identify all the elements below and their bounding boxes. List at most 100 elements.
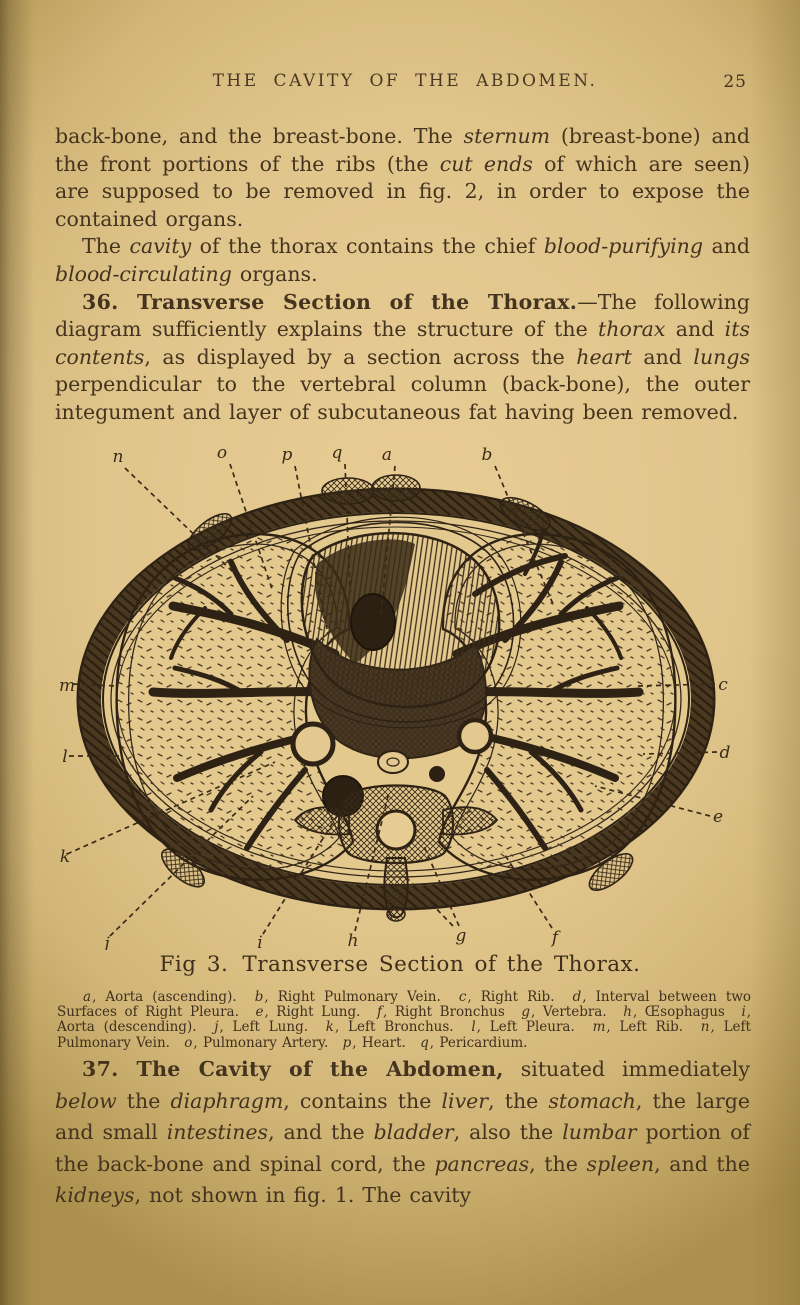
legend-label: , Right Bronchus: [383, 1004, 505, 1021]
legend-entry-b: b, Right Pulmonary Vein.: [255, 989, 441, 1005]
legend-entry-f: f, Right Bronchus: [377, 1004, 505, 1020]
legend-label: , Pulmonary Artery.: [193, 1034, 329, 1051]
label-c: c: [718, 675, 728, 695]
legend-label: , Left Pleura.: [476, 1019, 575, 1036]
legend-entry-e: e, Right Lung.: [255, 1004, 360, 1020]
figure-title: Transverse Section of the Thorax.: [242, 952, 641, 977]
label-h: h: [348, 931, 359, 950]
text-run: the: [116, 1088, 171, 1113]
label-k: k: [60, 847, 70, 867]
figure-number: Fig 3.: [159, 952, 229, 977]
label-j: j: [100, 934, 110, 950]
azygos-vein: [429, 766, 445, 782]
right-bronchus: [456, 717, 494, 755]
italic-term: heart: [576, 344, 632, 369]
figure-letter-labels: n o p q a b c d e f g h i j k l m: [59, 443, 731, 954]
italic-term: thorax: [598, 317, 666, 342]
legend-label: , Left Pulmonary Vein.: [57, 1019, 751, 1051]
italic-term: sternum: [463, 124, 551, 148]
text-run: , not shown in fig. 1. The cavity: [134, 1183, 472, 1207]
italic-term: lungs: [693, 344, 750, 369]
italic-term: lumbar: [562, 1120, 637, 1144]
italic-term: below: [55, 1088, 117, 1113]
legend-entry-l: l, Left Pleura.: [471, 1019, 574, 1035]
legend-entry-g: g, Vertebra.: [521, 1004, 606, 1020]
label-q: q: [332, 444, 343, 463]
paragraph-section-36: 36. Transverse Section of the Thorax.—Th…: [55, 289, 750, 427]
text-run: and: [631, 344, 694, 369]
italic-term: its contents: [55, 317, 750, 369]
paragraph-continuation: back-bone, and the breast-bone. The ster…: [55, 123, 750, 233]
legend-label: , Left Rib.: [606, 1019, 684, 1036]
legend-entry-q: q, Pericardium.: [420, 1035, 527, 1051]
label-b: b: [482, 445, 493, 465]
italic-term: pancreas: [434, 1151, 530, 1176]
anatomical-engraving: n o p q a b c d e f g h i j k l m: [59, 443, 731, 954]
legend-label: , Vertebra.: [530, 1004, 607, 1021]
text-run: , the: [488, 1088, 549, 1113]
label-g: g: [456, 926, 467, 946]
italic-term: kidneys: [55, 1183, 135, 1207]
legend-entry-h: h, Œsophagus: [623, 1004, 725, 1020]
paragraph-cavity: The cavity of the thorax contains the ch…: [55, 233, 750, 288]
legend-label: , Right Lung.: [264, 1004, 361, 1021]
text-run: (breast-bone) and the front portions of …: [55, 124, 750, 176]
paragraph-section-37: 37. The Cavity of the Abdomen, situated …: [55, 1054, 750, 1212]
text-run: , also the: [453, 1120, 563, 1144]
text-run: back-bone, and the breast-bone. The: [55, 124, 464, 148]
figure-caption: Fig 3. Transverse Section of the Thorax.: [0, 952, 800, 977]
heart: [300, 531, 501, 709]
legend-entry-m: m, Left Rib.: [593, 1019, 683, 1035]
label-n: n: [113, 447, 124, 467]
figure-legend: a, Aorta (ascending). b, Right Pulmonary…: [57, 989, 752, 1051]
italic-term: blood-purifying: [543, 234, 703, 259]
legend-key: c: [458, 989, 467, 1005]
section-heading: 37. The Cavity of the Abdomen,: [82, 1057, 504, 1081]
legend-label: , Aorta (descending).: [57, 1004, 752, 1036]
text-run: of which are seen) are supposed to be re…: [55, 151, 751, 231]
legend-entry-d: d, Interval between two Surfaces of Righ…: [57, 989, 751, 1020]
italic-term: diaphragm: [170, 1088, 284, 1113]
legend-label: , Right Rib.: [467, 989, 555, 1005]
page-header: THE CAVITY OF THE ABDOMEN. 25: [55, 71, 755, 95]
text-run: , the large and small: [55, 1088, 750, 1145]
spinal-canal: [375, 809, 417, 851]
legend-label: , Left Bronchus.: [334, 1019, 454, 1036]
label-o: o: [217, 444, 227, 463]
label-m: m: [59, 676, 75, 696]
text-run: , the: [529, 1151, 587, 1176]
label-i: i: [257, 933, 262, 950]
text-run: , as displayed by a section across the: [144, 344, 577, 369]
italic-term: intestines: [166, 1120, 269, 1144]
left-bronchus: [290, 721, 336, 767]
text-run: situated immediately: [503, 1057, 750, 1081]
text-run: perpendicular to the vertebral column (b…: [55, 372, 750, 424]
section-heading: 36. Transverse Section of the Thorax.: [82, 289, 578, 314]
body-text: back-bone, and the breast-bone. The ster…: [55, 123, 750, 427]
label-d: d: [720, 743, 731, 763]
rib-sections: [161, 474, 634, 892]
italic-term: spleen: [586, 1151, 655, 1176]
text-run: and: [665, 317, 725, 342]
label-p: p: [282, 445, 293, 465]
italic-term: stomach: [548, 1088, 636, 1113]
legend-entry-o: o, Pulmonary Artery.: [184, 1035, 328, 1051]
legend-label: , Œsophagus: [632, 1004, 725, 1021]
italic-term: blood-circulating: [55, 261, 232, 286]
text-run: , and the: [268, 1120, 374, 1144]
legend-entry-k: k, Left Bronchus.: [326, 1019, 454, 1035]
legend-label: , Right Pulmonary Vein.: [264, 989, 441, 1005]
pericardium: [280, 516, 522, 729]
legend-entry-i: i, Aorta (descending).: [57, 1004, 752, 1036]
leader-lines: [66, 463, 718, 937]
label-a: a: [382, 445, 392, 465]
text-run: , and the: [654, 1151, 751, 1176]
legend-key: a: [83, 989, 92, 1005]
legend-key: b: [254, 989, 264, 1005]
legend-key: h: [623, 1004, 632, 1021]
ascending-aorta: [350, 593, 396, 651]
legend-key: o: [184, 1034, 193, 1051]
legend-key: g: [521, 1004, 530, 1021]
label-e: e: [713, 807, 723, 827]
